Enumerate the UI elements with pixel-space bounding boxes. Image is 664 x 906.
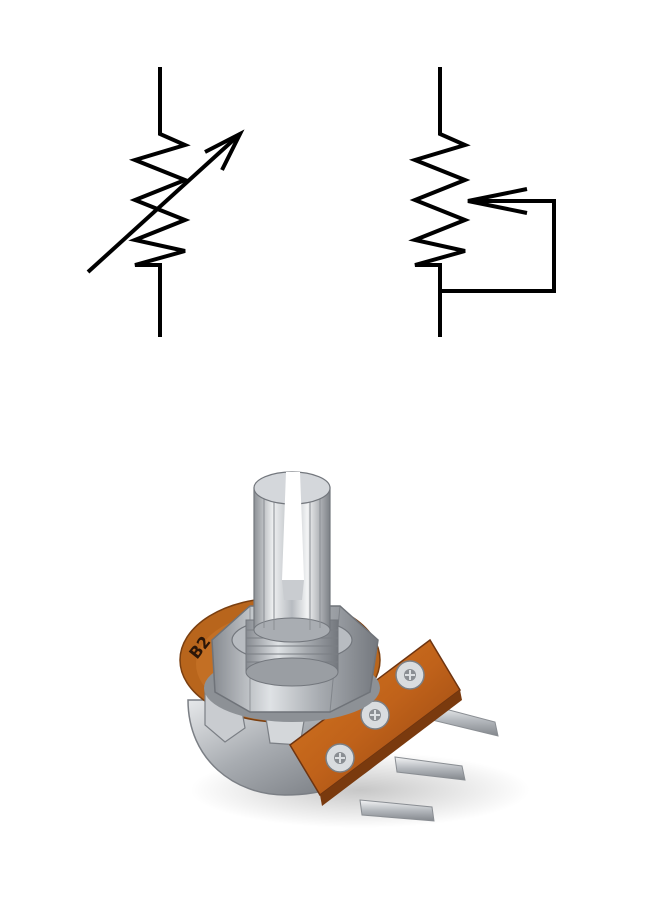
variable-resistor-arrow-shaft [86, 132, 242, 274]
variable-resistor-arrow-head [204, 129, 245, 171]
potentiometer-zigzag [408, 67, 471, 337]
potentiometer-photo: B2 [179, 471, 530, 828]
shaft-slot-bottom [282, 580, 304, 600]
shaft-slot [282, 472, 304, 580]
pin-bottom [359, 799, 435, 822]
pin-group [359, 704, 499, 822]
shaft-knurls [263, 494, 321, 630]
knurled-shaft [253, 471, 331, 643]
lug-middle [360, 700, 390, 730]
solder-lug-board [289, 638, 462, 806]
potentiometer-wiper-arrow-head [467, 187, 528, 215]
variable-resistor-zigzag [128, 67, 191, 337]
lug-bottom [325, 743, 355, 773]
lug-top [395, 660, 425, 690]
potentiometer-wiper-loop [440, 199, 556, 293]
potentiometer-symbol [408, 67, 556, 337]
variable-resistor-symbol [86, 67, 245, 337]
pcb-tab-edge [320, 690, 462, 806]
pin-middle [394, 756, 466, 781]
